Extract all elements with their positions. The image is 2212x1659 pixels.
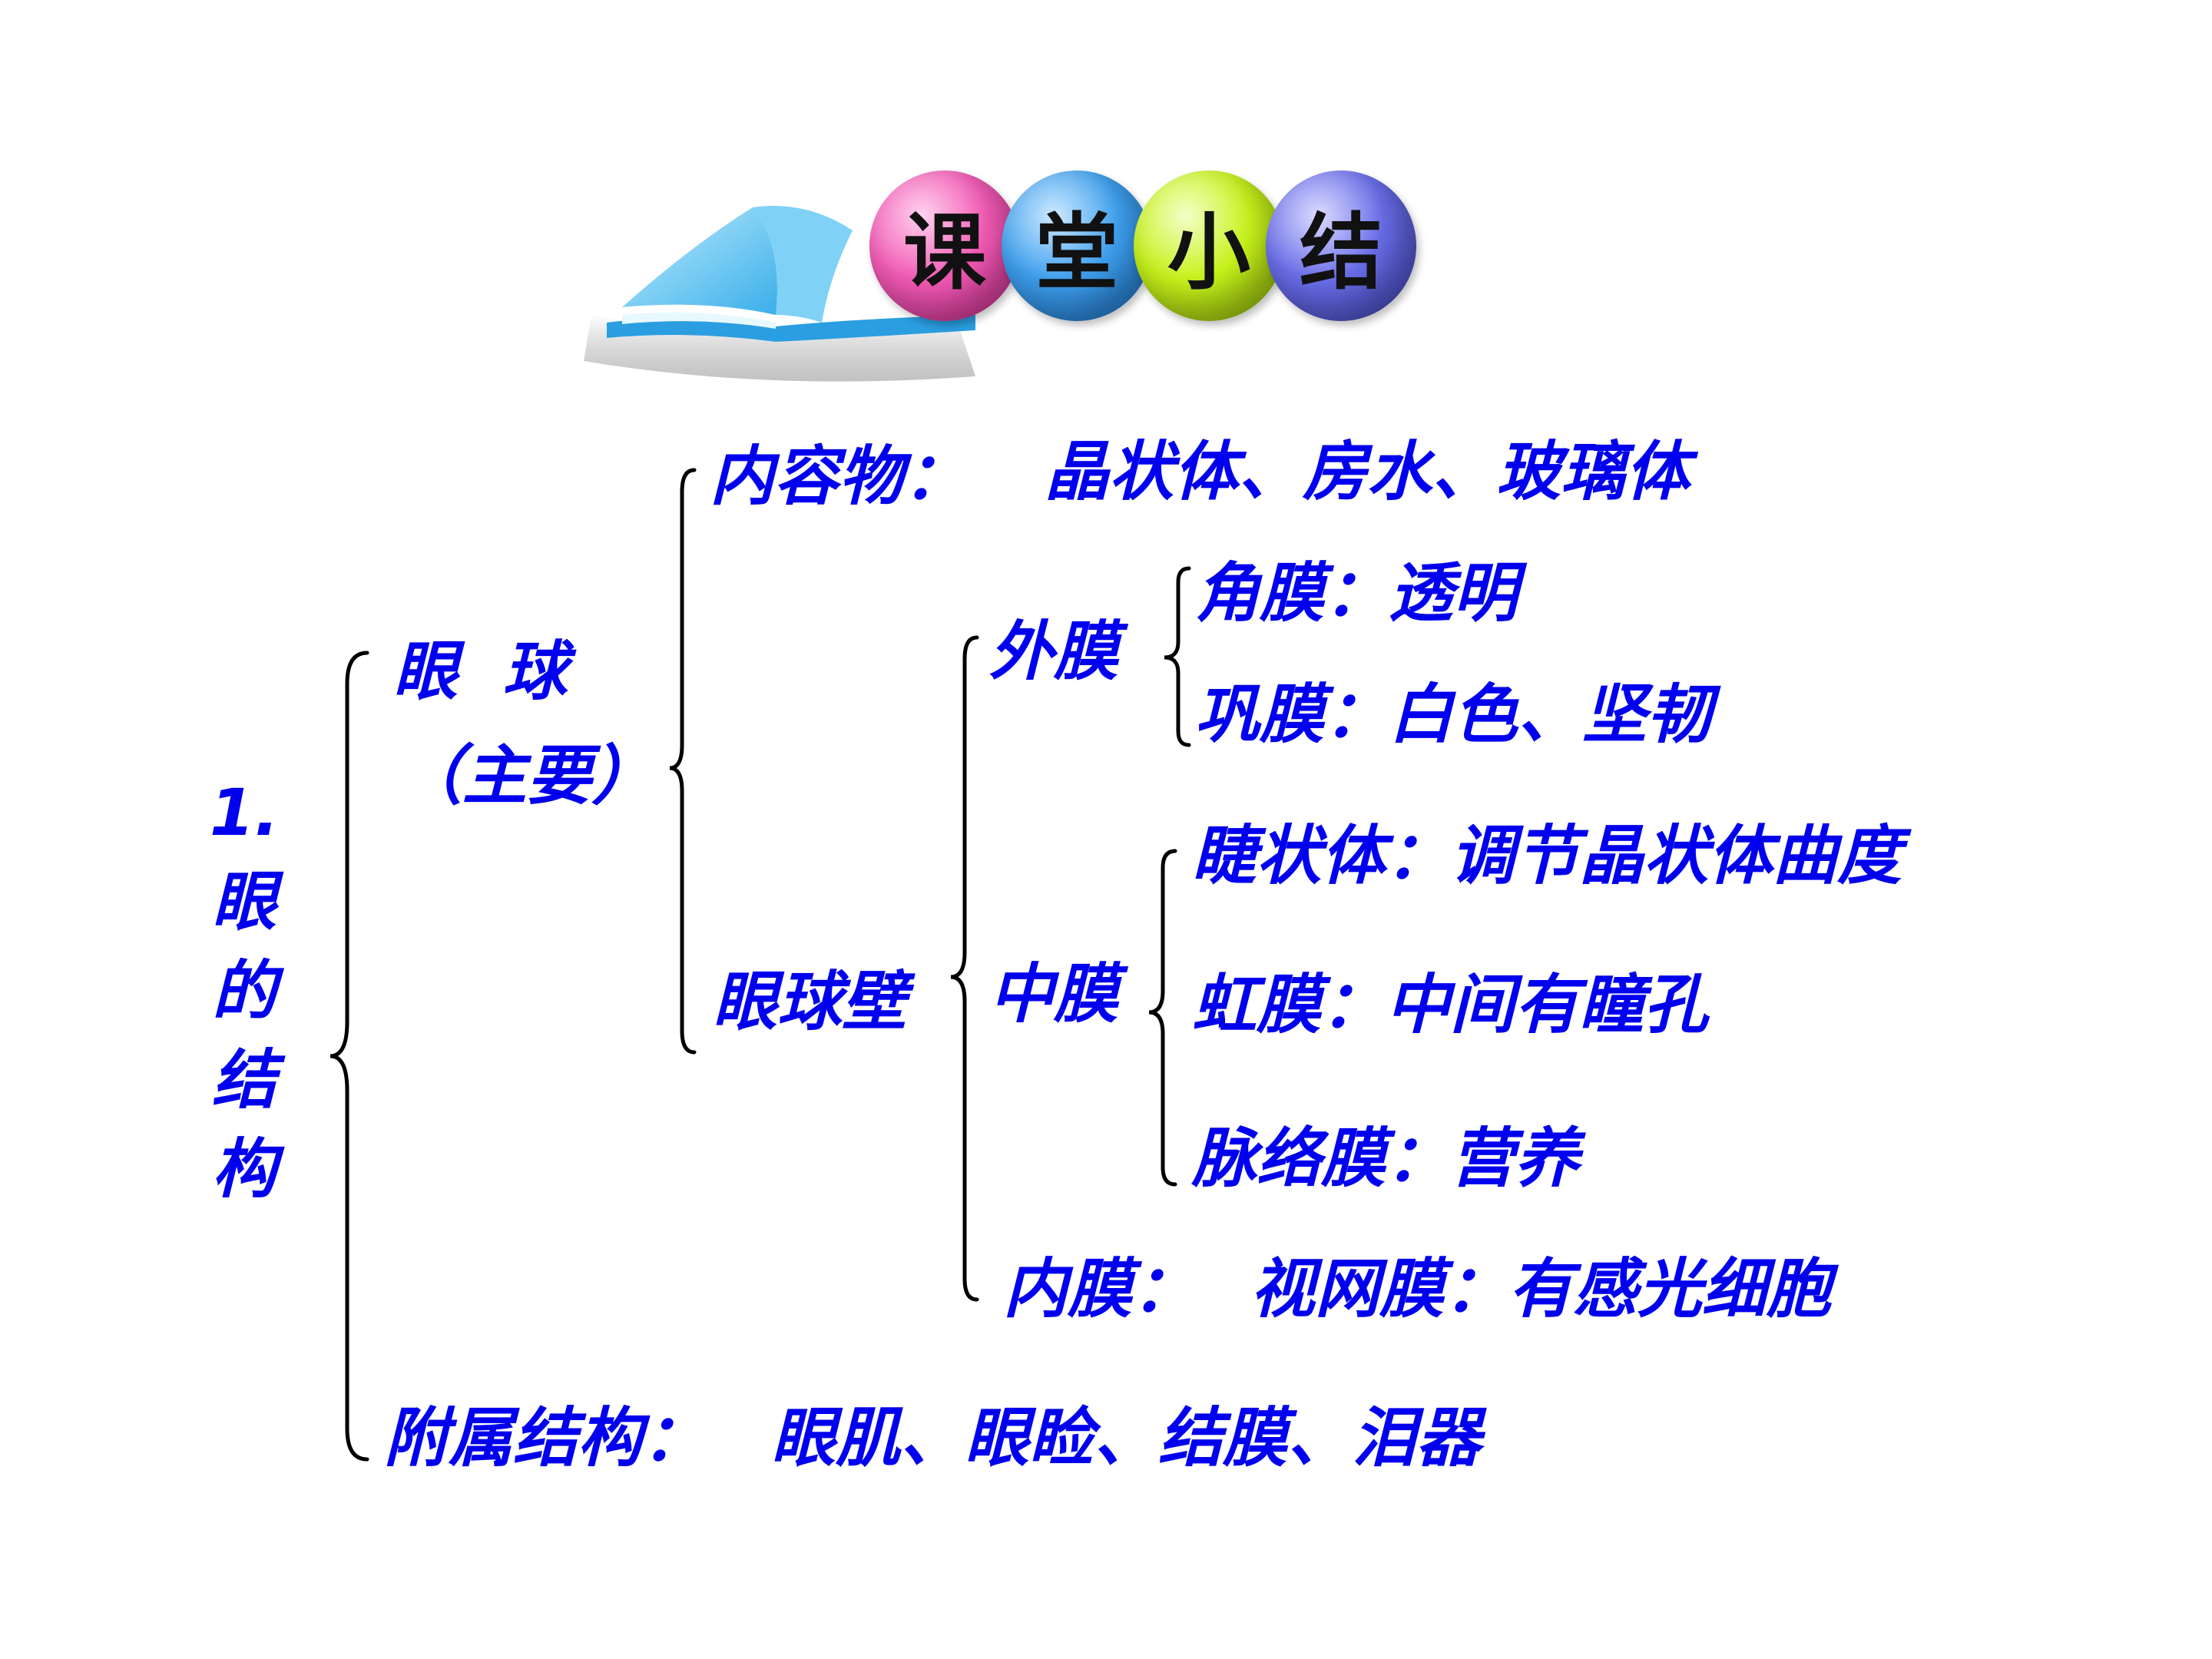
middle-item-ciliary: 睫状体：调节晶状体曲度 xyxy=(1192,818,1902,893)
accessory-value: 眼肌、眼睑、结膜、泪器 xyxy=(771,1400,1482,1475)
outer-item-sclera: 巩膜：白色、坚韧 xyxy=(1195,677,1712,752)
root-line: 结 xyxy=(211,1042,276,1118)
root-line: 的 xyxy=(211,953,276,1028)
middle-label: 中膜 xyxy=(989,956,1119,1031)
header-char-4: 结 xyxy=(1299,205,1382,301)
root-line: 眼 xyxy=(211,864,276,939)
outer-brace xyxy=(1164,566,1191,747)
accessory-label: 附属结构： xyxy=(384,1400,707,1475)
header-ball-3: 小 xyxy=(1134,171,1284,321)
middle-item-iris: 虹膜：中间有瞳孔 xyxy=(1192,967,1709,1042)
contents-label: 内容物： xyxy=(710,439,969,514)
middle-brace xyxy=(1148,849,1177,1187)
header-char-2: 堂 xyxy=(1035,205,1118,301)
header-char-1: 课 xyxy=(902,205,986,301)
header-char-3: 小 xyxy=(1167,205,1250,301)
header-ball-1: 课 xyxy=(869,171,1020,321)
eyeball-brace xyxy=(669,468,697,1055)
root-line: 1. xyxy=(209,775,280,850)
root-label: 1. 眼 的 结 构 xyxy=(198,768,290,1214)
contents-value: 晶状体、房水、玻璃体 xyxy=(1045,434,1690,509)
header-ball-4: 结 xyxy=(1266,171,1416,321)
inner-value: 视网膜：有感光细胞 xyxy=(1250,1251,1832,1326)
root-brace xyxy=(329,651,369,1462)
inner-label: 内膜： xyxy=(1003,1251,1197,1326)
outer-item-cornea: 角膜：透明 xyxy=(1195,555,1518,631)
wall-label: 眼球壁 xyxy=(713,964,907,1039)
root-line: 构 xyxy=(211,1131,276,1207)
outer-label: 外膜 xyxy=(989,614,1119,689)
header-ball-2: 堂 xyxy=(1002,171,1152,321)
middle-item-choroid: 脉络膜：营养 xyxy=(1192,1121,1580,1196)
eyeball-label: 眼 球 xyxy=(393,634,568,709)
eyeball-note: （主要） xyxy=(398,738,657,813)
book-icon xyxy=(584,206,975,382)
wall-brace xyxy=(950,635,979,1302)
